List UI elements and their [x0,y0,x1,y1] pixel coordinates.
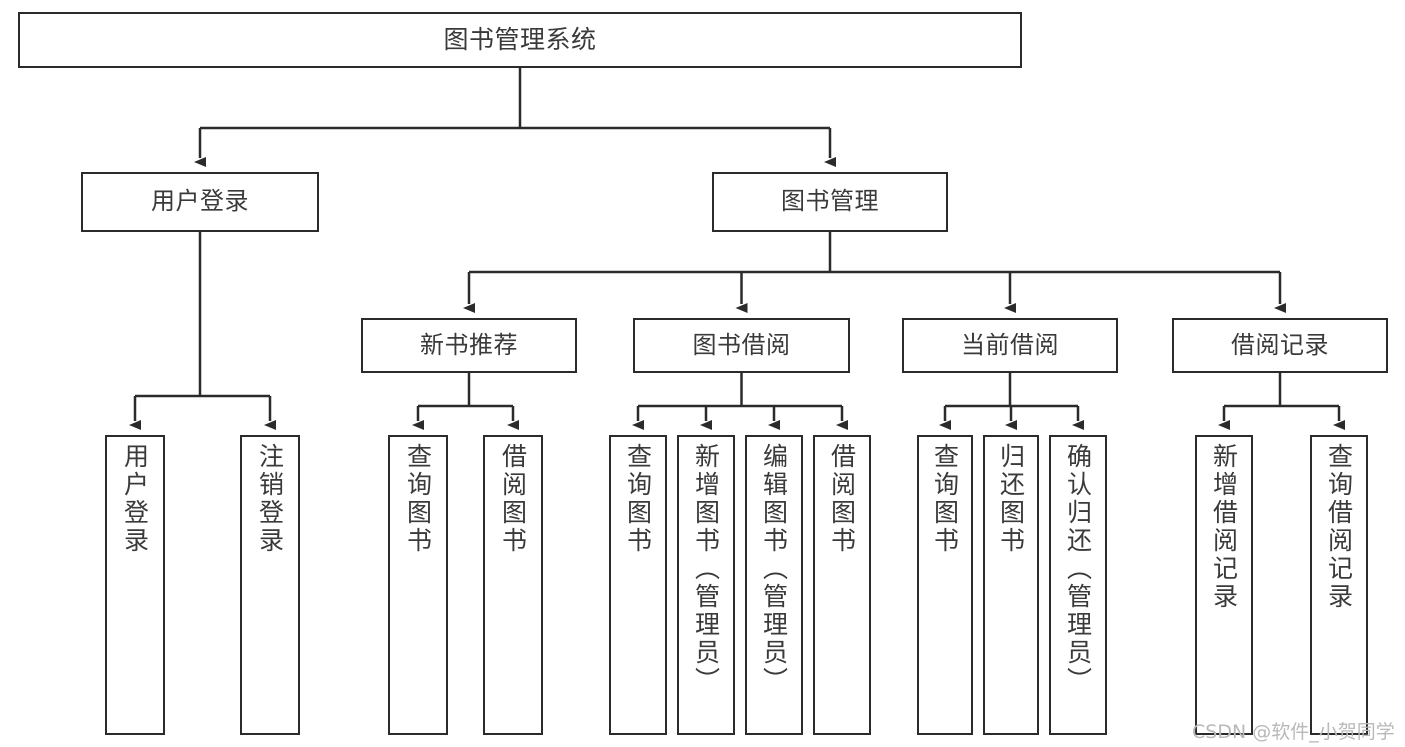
node-label: 查询图书 [930,443,960,555]
node-label: 查询借阅记录 [1324,443,1354,611]
node-label: 当前借阅 [961,330,1059,359]
node-book-manage[interactable]: 图书管理 [712,172,948,232]
node-label: 借阅图书 [827,443,857,555]
node-leaf-borrow-book-2[interactable]: 借阅图书 [813,435,871,735]
node-leaf-query-book-2[interactable]: 查询图书 [609,435,667,735]
node-label: 图书管理 [781,187,879,216]
node-leaf-return-book[interactable]: 归还图书 [983,435,1039,735]
node-label: 确认归还（管理员） [1063,443,1093,695]
node-label: 注销登录 [255,443,285,555]
node-label: 图书借阅 [692,330,791,359]
node-root[interactable]: 图书管理系统 [18,12,1022,68]
node-label: 用户登录 [120,443,150,555]
node-label: 查询图书 [623,443,653,555]
node-leaf-edit-book[interactable]: 编辑图书（管理员） [745,435,803,735]
node-label: 查询图书 [403,443,433,555]
node-leaf-borrow-book-1[interactable]: 借阅图书 [483,435,543,735]
node-leaf-add-record[interactable]: 新增借阅记录 [1195,435,1253,735]
node-leaf-query-book-1[interactable]: 查询图书 [388,435,448,735]
node-leaf-user-logout[interactable]: 注销登录 [240,435,300,735]
node-label: 借阅图书 [498,443,528,555]
node-new-book-rec[interactable]: 新书推荐 [361,318,577,373]
node-label: 新增图书（管理员） [691,443,721,695]
node-borrow-record[interactable]: 借阅记录 [1172,318,1388,373]
node-label: 新书推荐 [420,330,518,359]
node-label: 用户登录 [151,187,249,216]
node-leaf-user-login[interactable]: 用户登录 [105,435,165,735]
node-label: 新增借阅记录 [1209,443,1239,611]
node-label: 图书管理系统 [443,24,597,54]
node-leaf-query-book-3[interactable]: 查询图书 [917,435,973,735]
node-label: 编辑图书（管理员） [759,443,789,695]
node-leaf-add-book[interactable]: 新增图书（管理员） [677,435,735,735]
node-book-borrow[interactable]: 图书借阅 [633,318,850,373]
node-label: 归还图书 [996,443,1026,555]
node-leaf-query-record[interactable]: 查询借阅记录 [1310,435,1368,735]
node-leaf-confirm-return[interactable]: 确认归还（管理员） [1049,435,1107,735]
node-label: 借阅记录 [1231,330,1329,359]
node-current-borrow[interactable]: 当前借阅 [902,318,1118,373]
node-user-login[interactable]: 用户登录 [81,172,319,232]
watermark: CSDN @软件_小贺同学 [1192,721,1395,743]
